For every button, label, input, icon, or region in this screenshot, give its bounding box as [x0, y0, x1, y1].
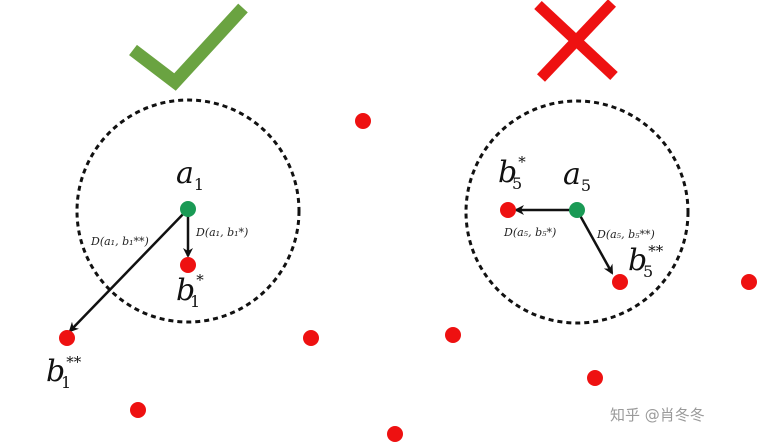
label-sub: 5: [581, 176, 591, 195]
right-center-label: a5: [563, 157, 591, 195]
label-base: b: [176, 273, 195, 308]
label-base: b: [628, 243, 647, 278]
scatter-point: [130, 402, 146, 418]
left-center-point: [180, 201, 196, 217]
right-near-point: [500, 202, 516, 218]
label-sup: **: [66, 353, 82, 371]
right-near-label: b* 5: [498, 153, 526, 193]
label-base: b: [498, 155, 517, 190]
left-arrow-far: [68, 208, 189, 333]
left-near-label: b* 1: [176, 271, 204, 311]
label-sub: 5: [512, 174, 522, 193]
scatter-point: [445, 327, 461, 343]
label-sup: **: [648, 242, 664, 260]
scatter-point: [741, 274, 757, 290]
label-sup: *: [518, 153, 526, 171]
label-base: a: [563, 157, 581, 192]
left-dist-near: D(a₁, b₁*): [195, 226, 248, 239]
label-sub: 1: [190, 292, 200, 311]
right-center-point: [569, 202, 585, 218]
label-sub: 1: [194, 175, 204, 194]
label-sub: 5: [643, 262, 653, 281]
left-center-label: a1: [176, 156, 204, 194]
watermark: 知乎 @肖冬冬: [610, 406, 705, 424]
right-radius-circle: [464, 99, 690, 325]
label-base: b: [46, 354, 65, 389]
left-radius-circle: [75, 98, 301, 324]
left-dist-far: D(a₁, b₁**): [90, 235, 149, 248]
label-sub: 1: [61, 373, 71, 392]
check-icon: [129, 3, 248, 91]
scatter-point: [587, 370, 603, 386]
label-sup: *: [196, 271, 204, 289]
left-far-label: b** 1: [46, 353, 82, 392]
label-base: a: [176, 156, 194, 191]
left-near-point: [180, 257, 196, 273]
right-far-label: b** 5: [628, 242, 664, 281]
scatter-point: [355, 113, 371, 129]
right-far-point: [612, 274, 628, 290]
scatter-point: [303, 330, 319, 346]
right-arrow-far: [575, 209, 614, 275]
cross-icon: [534, 0, 618, 82]
right-dist-far: D(a₅, b₅**): [596, 228, 655, 241]
right-dist-near: D(a₅, b₅*): [503, 226, 556, 239]
scatter-point: [387, 426, 403, 442]
left-far-point: [59, 330, 75, 346]
